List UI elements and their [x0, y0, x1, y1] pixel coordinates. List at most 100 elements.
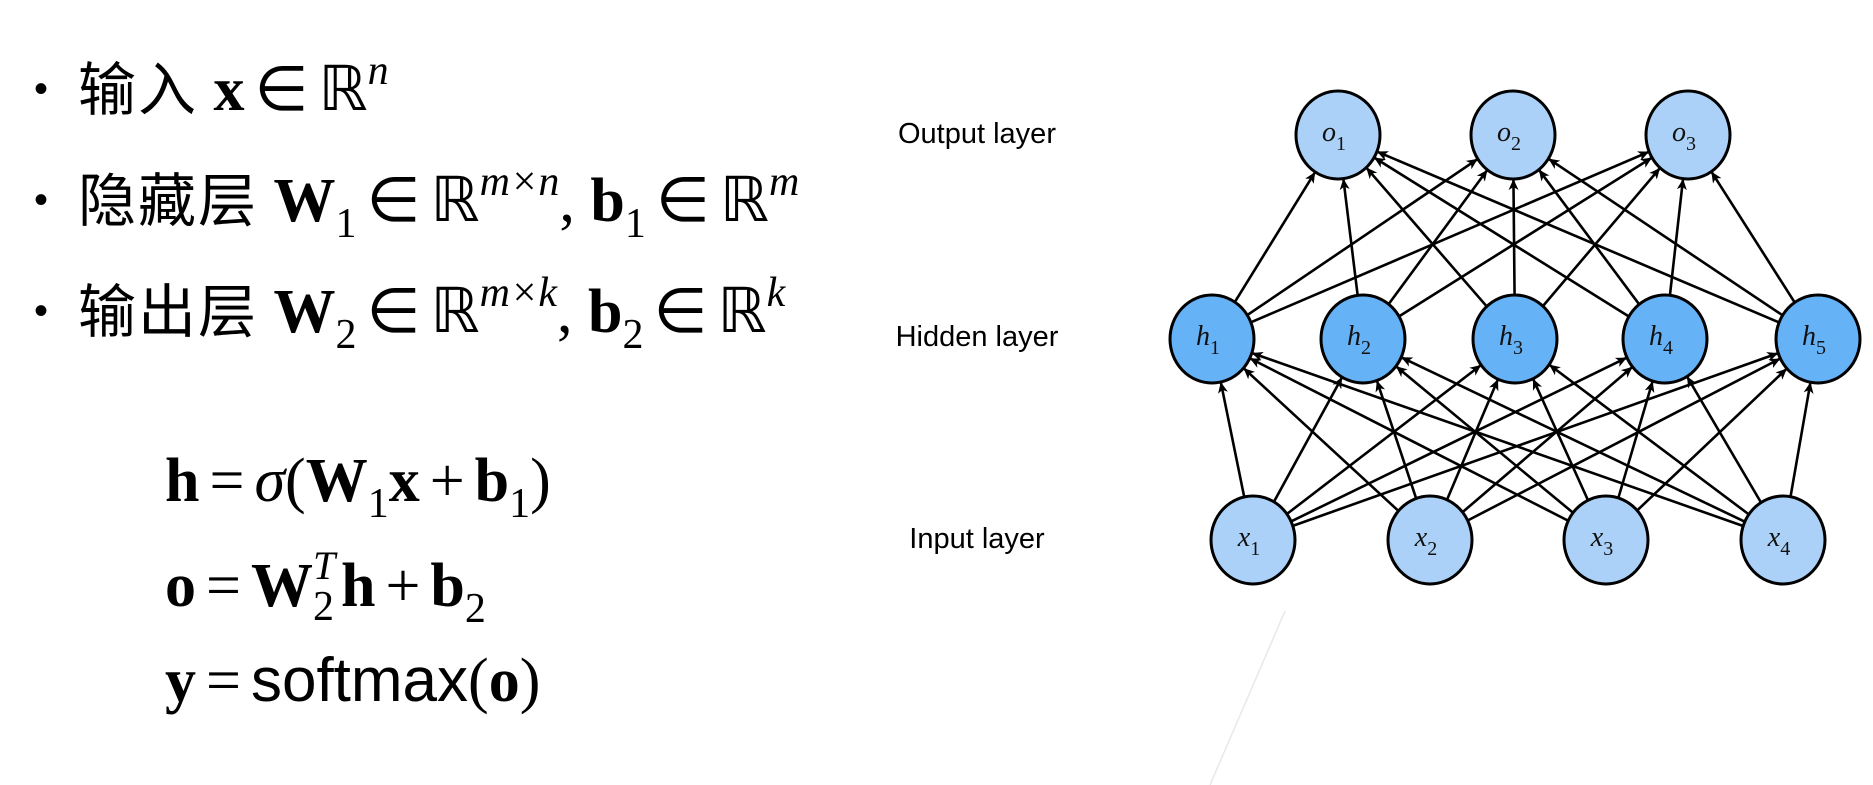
connections [1218, 150, 1814, 528]
edge-x2-to-h1 [1242, 367, 1400, 512]
bullet-hidden-layer: •隐藏层 W1∈ℝm×n, b1∈ℝm [34, 161, 799, 245]
formula-fn: softmax [250, 646, 469, 715]
node-circle [1319, 293, 1407, 385]
math-reals: ℝ [430, 278, 480, 346]
formula-paren: ) [519, 647, 541, 715]
edge-x3-to-h5 [1636, 367, 1788, 512]
formula-eq: = [206, 647, 241, 715]
edge-x3-to-h3 [1531, 378, 1590, 501]
node-o1: o1 [1294, 89, 1382, 181]
formula-arg: o [488, 647, 520, 715]
formula-sub: 2 [464, 586, 486, 632]
node-circle [1562, 494, 1650, 586]
node-x1: x1 [1209, 494, 1297, 586]
node-circle [1209, 494, 1297, 586]
edge-h5-to-o2 [1547, 157, 1784, 317]
math-sup: m [768, 159, 800, 205]
edge-h2-to-o1 [1339, 178, 1359, 296]
node-subscript: 3 [1513, 337, 1523, 359]
formula-sigma: σ [254, 447, 286, 515]
node-o3: o3 [1644, 89, 1732, 181]
layer-label-input: Input layer [909, 523, 1045, 555]
formula-paren: ( [468, 647, 489, 715]
edge-x3-to-h4 [1617, 380, 1655, 499]
node-h3: h3 [1471, 293, 1559, 385]
node-subscript: 3 [1686, 133, 1696, 155]
node-x4: x4 [1739, 494, 1827, 586]
node-h1: h1 [1168, 293, 1256, 385]
formula-transpose: T [312, 543, 336, 588]
math-reals: ℝ [719, 167, 769, 235]
math-sup: n [367, 48, 389, 94]
node-x3: x3 [1562, 494, 1650, 586]
node-subscript: 5 [1816, 337, 1826, 359]
math-sup: m×n [479, 159, 560, 205]
math-in: ∈ [366, 278, 421, 346]
formula-lhs: o [165, 552, 196, 620]
node-subscript: 4 [1780, 538, 1790, 560]
node-subscript: 1 [1336, 133, 1346, 155]
edge-x4-to-h3 [1548, 363, 1750, 516]
formula-lhs: h [165, 447, 200, 515]
formula-x: x [388, 447, 420, 515]
edge-x1-to-h2 [1272, 376, 1344, 503]
edge-h3-to-o1 [1365, 166, 1488, 308]
edge-h2-to-o2 [1387, 169, 1489, 305]
edge-x2-to-h4 [1461, 365, 1634, 514]
math-b: b [590, 167, 625, 235]
math-sup: m×k [479, 270, 557, 316]
formula-eq: = [209, 447, 245, 515]
bullet-label: 输入 [78, 56, 199, 124]
edge-h1-to-o2 [1246, 157, 1479, 317]
bullet-output-layer: •输出层 W2∈ℝm×k, b2∈ℝk [34, 272, 785, 356]
node-circle [1294, 89, 1382, 181]
formula-eq: = [206, 552, 241, 620]
node-subscript: 1 [1250, 538, 1260, 560]
formula-h: h [340, 552, 376, 620]
edge-x1-to-h3 [1286, 363, 1482, 516]
node-subscript: 2 [1361, 337, 1371, 359]
formula-paren: ) [530, 447, 551, 515]
node-circle [1469, 89, 1557, 181]
formula-paren: ( [285, 447, 306, 515]
edge-x3-to-h2 [1395, 365, 1574, 514]
edge-x4-to-h1 [1251, 351, 1744, 528]
bullet-label: 隐藏层 [78, 167, 259, 235]
node-x2: x2 [1386, 494, 1474, 586]
math-sub: 2 [622, 312, 644, 358]
math-W: W [273, 278, 336, 346]
node-circle [1168, 293, 1256, 385]
edge-h2-to-o3 [1398, 156, 1653, 318]
node-h2: h2 [1319, 293, 1407, 385]
math-in: ∈ [366, 167, 421, 235]
math-sub: 1 [624, 201, 646, 247]
formula-b: b [430, 552, 465, 620]
math-reals: ℝ [318, 56, 368, 124]
node-circle [1774, 293, 1862, 385]
math-reals: ℝ [717, 278, 767, 346]
edge-x1-to-h4 [1290, 356, 1628, 523]
node-circle [1621, 293, 1709, 385]
math-sub: 2 [335, 312, 357, 358]
edge-x4-to-h5 [1789, 382, 1814, 497]
node-circle [1739, 494, 1827, 586]
bullet-input: •输入 x∈ℝn [34, 50, 389, 121]
bullet-label: 输出层 [78, 278, 259, 346]
faint-line [1209, 610, 1286, 785]
formula-plus: + [385, 552, 421, 620]
formula-W: W [305, 447, 368, 515]
edge-x4-to-h4 [1685, 375, 1763, 504]
math-in: ∈ [653, 278, 708, 346]
node-subscript: 4 [1663, 337, 1673, 359]
node-circle [1386, 494, 1474, 586]
bullet-dot: • [34, 67, 49, 111]
math-reals: ℝ [430, 167, 480, 235]
formula-sub: 2 [312, 584, 334, 630]
bullet-dot: • [34, 178, 49, 222]
math-W: W [273, 167, 336, 235]
node-subscript: 2 [1511, 133, 1521, 155]
